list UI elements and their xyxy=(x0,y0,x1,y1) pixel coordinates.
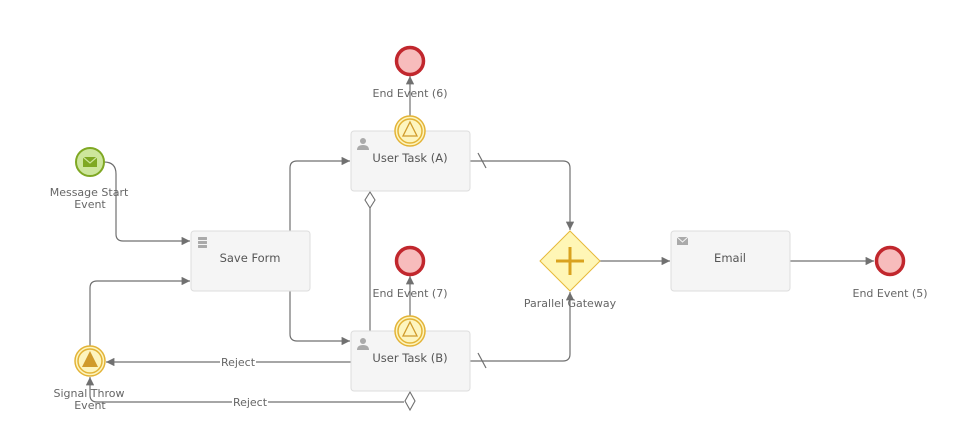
conditional-flow-diamond xyxy=(404,390,416,412)
end-event-5-label: End Event (5) xyxy=(853,287,928,300)
plus-icon xyxy=(556,247,584,275)
parallel-gateway-label: Parallel Gateway xyxy=(524,297,617,310)
user-icon xyxy=(357,338,369,350)
end-event-7-label: End Event (7) xyxy=(373,287,448,300)
task-email[interactable]: Email xyxy=(670,230,791,292)
envelope-icon xyxy=(676,236,689,245)
boundary-signal-event-a[interactable] xyxy=(394,115,426,147)
envelope-icon xyxy=(82,156,98,167)
task-user-task-b-label: User Task (B) xyxy=(372,351,447,365)
flow-signal-throw-to-save-form[interactable] xyxy=(89,276,190,347)
signal-throw-icon xyxy=(82,351,98,367)
parallel-gateway[interactable] xyxy=(539,230,601,292)
flow-reject-b[interactable] xyxy=(85,377,404,403)
flow-label-bg xyxy=(220,355,256,368)
signal-icon xyxy=(401,320,419,337)
end-event-6-label: End Event (6) xyxy=(373,87,448,100)
task-email-label: Email xyxy=(714,251,746,265)
user-icon xyxy=(357,138,369,150)
end-event-6[interactable] xyxy=(394,45,426,77)
flow-user-task-b-to-gateway[interactable] xyxy=(470,292,575,362)
flow-save-form-to-user-task-b[interactable] xyxy=(289,291,350,346)
boundary-signal-event-b[interactable] xyxy=(394,315,426,347)
database-icon xyxy=(198,237,207,248)
message-start-label-line2: Event xyxy=(74,198,106,211)
default-flow-marker xyxy=(477,352,487,369)
message-start-event[interactable] xyxy=(75,147,105,177)
flow-label-reject-b: Reject xyxy=(233,396,268,409)
flow-user-task-a-to-gateway[interactable] xyxy=(470,160,575,230)
signal-throw-event[interactable] xyxy=(74,345,106,377)
flow-start-to-save-form[interactable] xyxy=(103,161,190,246)
task-save-form[interactable]: Save Form xyxy=(190,230,311,292)
conditional-flow-diamond xyxy=(364,190,376,210)
task-user-task-a-label: User Task (A) xyxy=(372,151,447,165)
end-event-7[interactable] xyxy=(394,245,426,277)
signal-icon xyxy=(401,120,419,137)
signal-throw-label-line1: Signal Throw xyxy=(54,387,125,400)
flow-save-form-to-user-task-a[interactable] xyxy=(289,156,350,231)
task-user-task-b[interactable]: User Task (B) xyxy=(350,330,471,392)
task-save-form-label: Save Form xyxy=(220,251,281,265)
default-flow-marker xyxy=(477,152,487,169)
end-event-5[interactable] xyxy=(874,245,906,277)
flow-label-bg xyxy=(232,395,268,408)
signal-throw-label-line2: Event xyxy=(74,399,106,412)
task-user-task-a[interactable]: User Task (A) xyxy=(350,130,471,192)
message-start-label-line1: Message Start xyxy=(50,186,129,199)
flow-label-reject-a: Reject xyxy=(221,356,256,369)
